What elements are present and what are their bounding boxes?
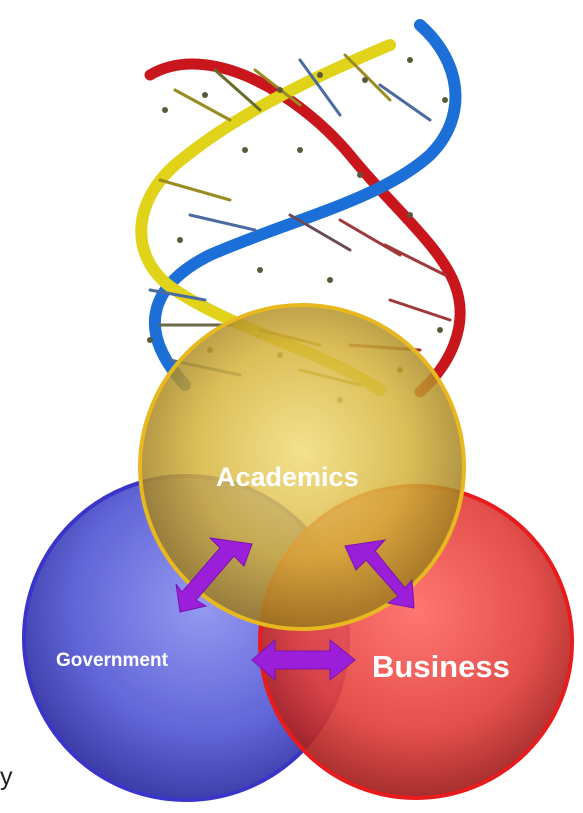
- label-business: Business: [372, 649, 510, 684]
- arrow-academics-business: [344, 539, 415, 609]
- dna-helix-image: [135, 19, 466, 403]
- helix-strand-blue: [148, 19, 462, 391]
- arrow-government-academics: [175, 537, 253, 613]
- helix-strand-red: [144, 58, 466, 398]
- label-government: Government: [56, 650, 168, 671]
- stray-text: y: [0, 763, 13, 791]
- label-academics: Academics: [216, 462, 359, 492]
- arrow-government-business: [251, 638, 356, 682]
